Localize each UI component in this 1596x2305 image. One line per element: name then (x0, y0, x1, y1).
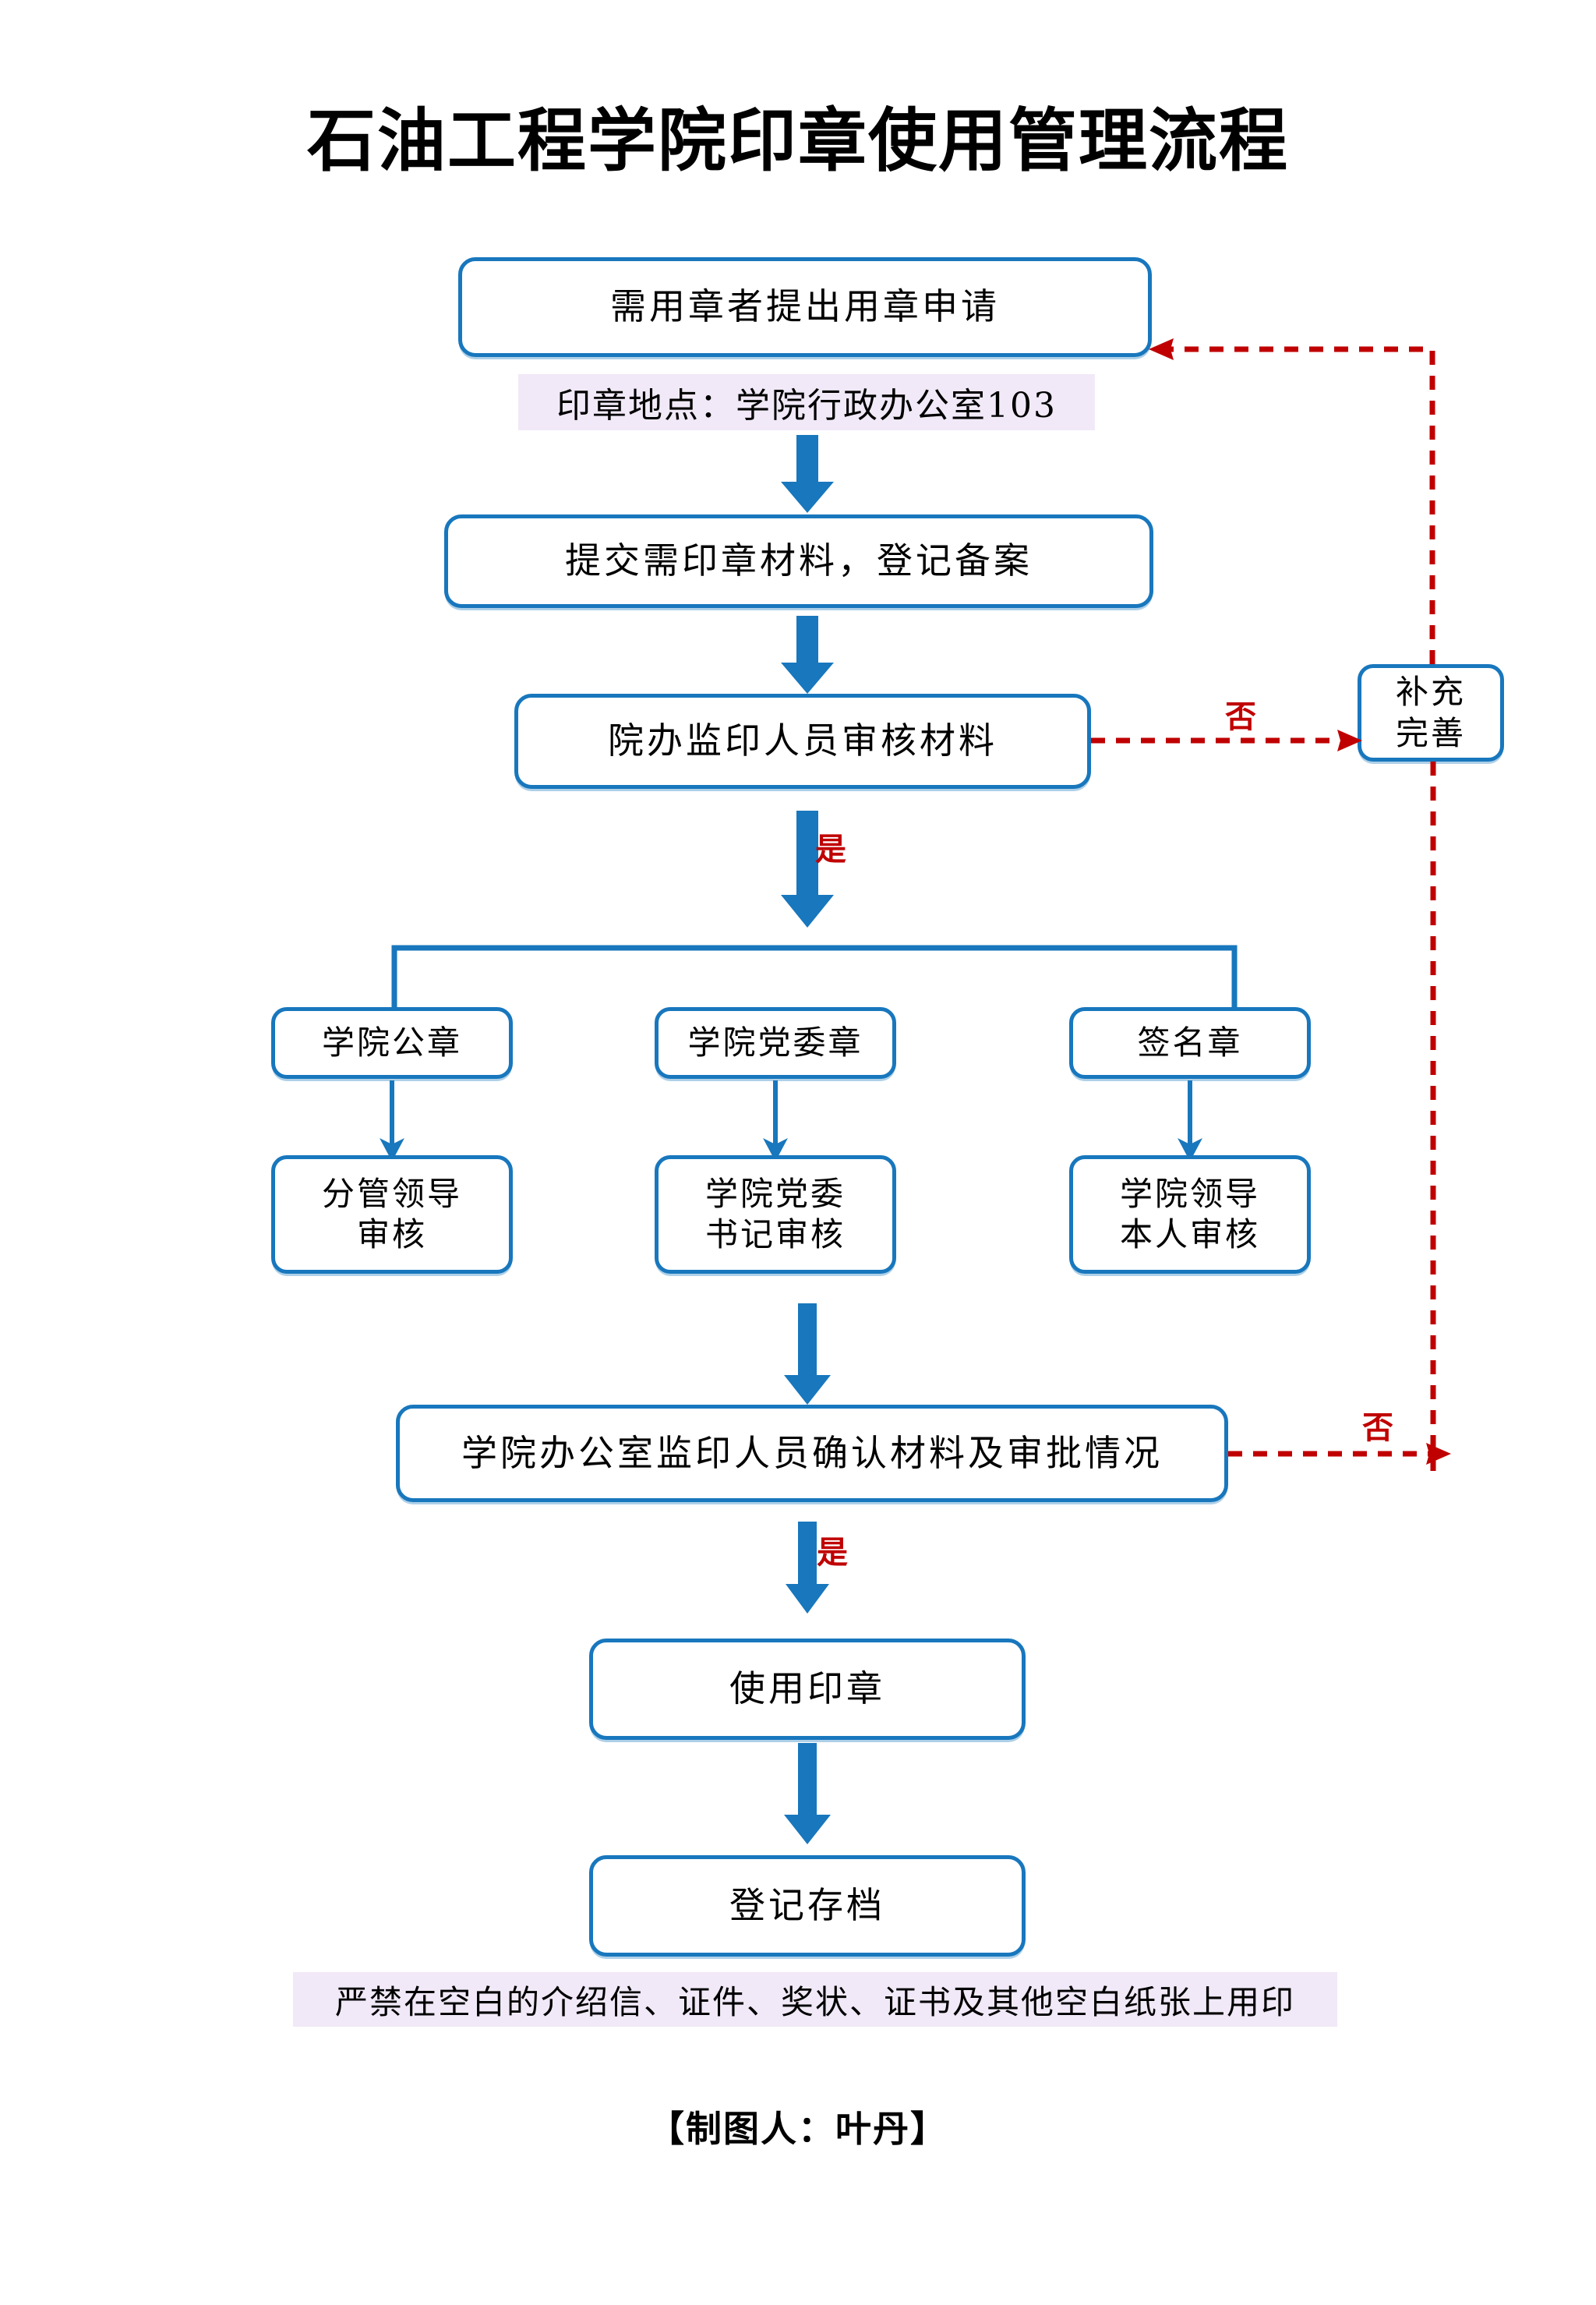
node-seal-party: 学院党委章 (655, 1007, 896, 1079)
chart-credit: 【制图人：叶丹】 (648, 2108, 948, 2150)
node-review: 院办监印人员审核材料 (514, 694, 1091, 789)
edge-label-no-review: 否 (1225, 699, 1256, 735)
edge-label-no-confirm: 否 (1362, 1410, 1393, 1446)
node-supplement: 补充 完善 (1358, 664, 1504, 762)
edge-supplement-back-to-apply (1144, 335, 1471, 678)
arrow-seal-party-down (759, 1080, 792, 1163)
node-submit: 提交需印章材料，登记备案 (444, 514, 1153, 608)
arrow-confirm-to-use-seal (779, 1522, 835, 1614)
node-archive: 登记存档 (589, 1855, 1026, 1957)
node-use-seal: 使用印章 (589, 1639, 1026, 1740)
node-seal-public: 学院公章 (271, 1007, 513, 1079)
node-approve-party: 学院党委 书记审核 (655, 1155, 896, 1274)
arrow-approvals-to-confirm (776, 1303, 839, 1405)
node-approve-public: 分管领导 审核 (271, 1155, 513, 1274)
note-seal-location: 印章地点：学院行政办公室103 (518, 374, 1095, 430)
arrow-seal-signature-down (1174, 1080, 1206, 1163)
arrow-submit-to-review (776, 616, 839, 694)
note-warning: 严禁在空白的介绍信、证件、奖状、证书及其他空白纸张上用印 (293, 1972, 1337, 2027)
connector-branch-bracket (390, 943, 1239, 1013)
arrow-seal-public-down (376, 1080, 408, 1163)
page-title: 石油工程学院印章使用管理流程 (306, 101, 1289, 181)
edge-confirm-no-to-trunk (1228, 1438, 1454, 1469)
edge-review-no-to-supplement (1091, 725, 1364, 756)
node-approve-signature: 学院领导 本人审核 (1069, 1155, 1311, 1274)
arrow-review-to-branch (776, 811, 839, 928)
arrow-apply-to-submit (776, 435, 839, 513)
edge-label-yes-confirm: 是 (817, 1535, 848, 1571)
node-apply: 需用章者提出用章申请 (458, 257, 1152, 357)
edge-label-yes: 是 (815, 832, 846, 868)
arrow-use-seal-to-archive (776, 1743, 839, 1844)
edge-supplement-down-trunk (1420, 762, 1446, 1472)
node-seal-signature: 签名章 (1069, 1007, 1311, 1079)
node-confirm: 学院办公室监印人员确认材料及审批情况 (396, 1405, 1228, 1502)
